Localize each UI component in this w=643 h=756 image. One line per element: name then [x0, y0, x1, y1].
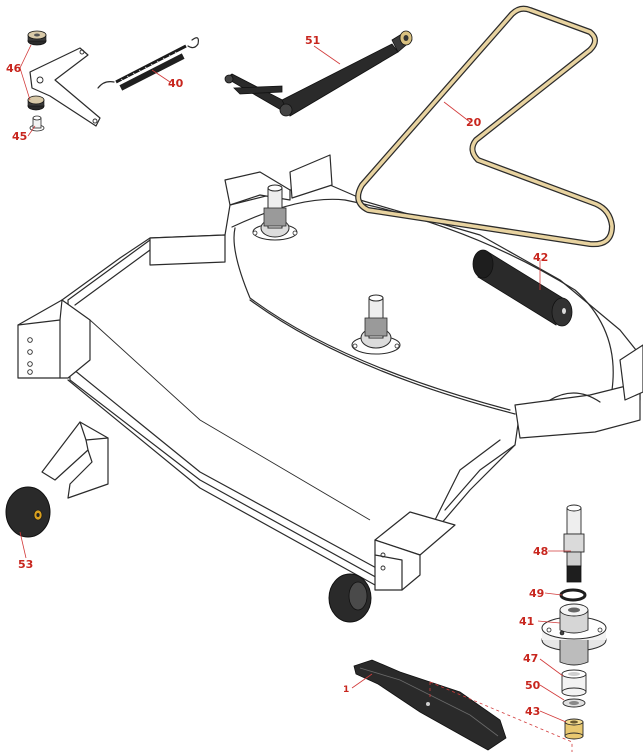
- part-41-spindle-housing: [541, 603, 607, 666]
- part-50-spacer: [562, 698, 586, 708]
- deck-spindle-rear: [252, 184, 298, 241]
- part-47-bearing: [561, 669, 587, 697]
- part-49-seal-ring: [559, 588, 587, 602]
- callout-53: 53: [18, 558, 33, 571]
- callout-42: 42: [533, 251, 548, 264]
- callout-49: 49: [529, 587, 544, 600]
- callout-47: 47: [523, 652, 538, 665]
- part-20-belt: [355, 5, 615, 248]
- callout-labels: 46 45 40 51 20 42 53 48 49 41 47 50 43 1: [6, 34, 548, 718]
- part-53-wheel: [5, 486, 51, 538]
- callout-43: 43: [525, 705, 540, 718]
- callout-48: 48: [533, 545, 548, 558]
- part-46-idler-arm: [29, 47, 101, 127]
- part-53-wheel-bracket: [41, 421, 109, 499]
- callout-45: 45: [12, 130, 27, 143]
- part-45-spacer: [29, 115, 45, 132]
- deck-spindle-center: [351, 294, 401, 355]
- part-48-spindle-shaft: [563, 504, 585, 583]
- part-1-blade: [353, 659, 507, 751]
- part-42-roller: [472, 249, 573, 327]
- callout-50: 50: [525, 679, 541, 692]
- mower-deck: [17, 154, 643, 591]
- part-46-bushing-top: [27, 30, 47, 46]
- part-46-bushing-bottom: [27, 95, 45, 111]
- callout-20: 20: [466, 116, 482, 129]
- callout-41: 41: [519, 615, 534, 628]
- deck-front-wheel: [328, 573, 372, 623]
- part-40-spring: [97, 37, 199, 91]
- leader-lines: [19, 44, 573, 752]
- part-51-idler-arm: [224, 30, 413, 117]
- callout-40: 40: [168, 77, 184, 90]
- part-43-bushing: [564, 718, 584, 740]
- callout-1: 1: [343, 685, 349, 695]
- callout-46: 46: [6, 62, 22, 75]
- callout-51: 51: [305, 34, 320, 47]
